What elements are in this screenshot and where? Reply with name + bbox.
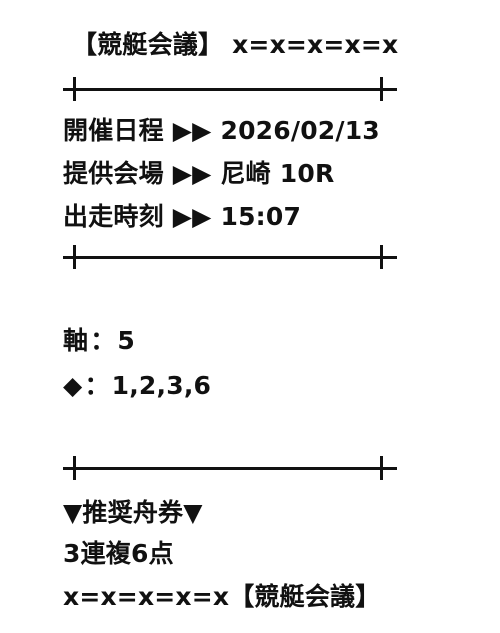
divider-tick-left <box>73 245 76 269</box>
detail-label: 出走時刻 <box>63 202 164 231</box>
double-arrow-icon: ▶▶ <box>172 116 212 145</box>
detail-row-date: 開催日程 ▶▶ 2026/02/13 <box>63 116 380 146</box>
axis-value: 5 <box>117 326 136 355</box>
divider-tick-right <box>380 456 383 480</box>
detail-row-time: 出走時刻 ▶▶ 15:07 <box>63 202 301 232</box>
divider-bar <box>63 88 397 91</box>
detail-value: 尼崎 10R <box>220 159 335 188</box>
box-separator: ： <box>84 371 110 400</box>
header-line: 【競艇会議】 x=x=x=x=x <box>72 30 398 60</box>
diamond-icon: ◆ <box>63 371 83 400</box>
box-pick-line: ◆：1,2,3,6 <box>63 371 211 401</box>
divider-top <box>63 77 397 101</box>
detail-label: 開催日程 <box>63 116 164 145</box>
divider-tick-left <box>73 456 76 480</box>
footer-line: x=x=x=x=x【競艇会議】 <box>63 582 380 612</box>
double-arrow-icon: ▶▶ <box>172 202 212 231</box>
header-handle: x=x=x=x=x <box>232 30 399 59</box>
detail-row-venue: 提供会場 ▶▶ 尼崎 10R <box>63 159 334 189</box>
divider-tick-right <box>380 245 383 269</box>
detail-value: 15:07 <box>220 202 302 231</box>
divider-middle <box>63 245 397 269</box>
divider-bottom <box>63 456 397 480</box>
recommend-ticket: 3連複6点 <box>63 539 174 568</box>
divider-tick-left <box>73 77 76 101</box>
footer-handle: x=x=x=x=x <box>63 582 230 611</box>
detail-value: 2026/02/13 <box>220 116 380 145</box>
axis-separator: ： <box>90 326 116 355</box>
axis-label: 軸 <box>63 326 89 355</box>
divider-tick-right <box>380 77 383 101</box>
recommend-title: ▼推奨舟券▼ <box>63 498 203 527</box>
axis-pick-line: 軸：5 <box>63 326 135 356</box>
detail-label: 提供会場 <box>63 159 164 188</box>
divider-bar <box>63 467 397 470</box>
divider-bar <box>63 256 397 259</box>
double-arrow-icon: ▶▶ <box>172 159 212 188</box>
box-value: 1,2,3,6 <box>111 371 212 400</box>
footer-bracket-title: 【競艇会議】 <box>229 582 381 611</box>
header-bracket-title: 【競艇会議】 <box>72 30 224 59</box>
